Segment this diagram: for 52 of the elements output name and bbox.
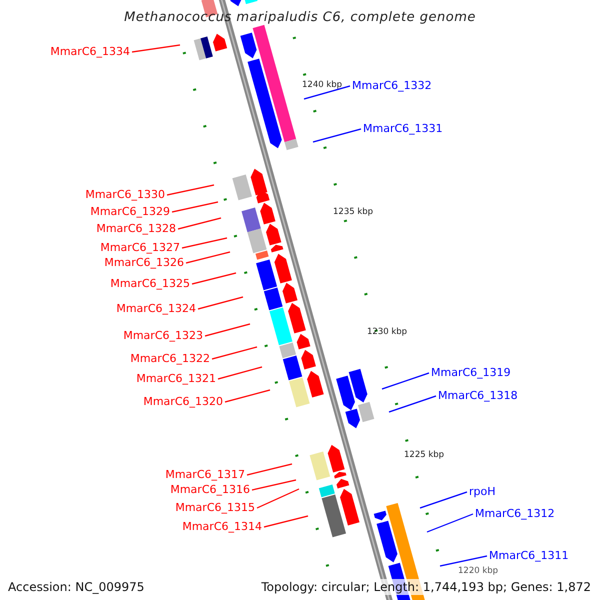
gene-label: MmarC6_1314	[182, 520, 262, 533]
leader-line	[212, 346, 258, 360]
leader-line	[304, 85, 350, 100]
leader-line	[388, 395, 436, 413]
leader-line	[172, 201, 218, 213]
scale-label: 1235 kbp	[333, 207, 374, 217]
gene-label: MmarC6_1328	[96, 222, 176, 235]
leader-line	[192, 272, 236, 285]
leader-line	[204, 323, 250, 337]
scale-label: 1220 kbp	[458, 566, 498, 576]
gene-label: MmarC6_1326	[104, 256, 184, 269]
scale-label: 1240 kbp	[302, 80, 342, 90]
gene-label: MmarC6_1317	[165, 468, 245, 481]
leader-line	[132, 44, 180, 53]
gene-label: MmarC6_1316	[170, 483, 250, 496]
leader-line	[246, 463, 292, 476]
leader-line	[182, 237, 228, 249]
gene-label: MmarC6_1330	[85, 188, 165, 201]
gene-label: MmarC6_1332	[352, 79, 432, 92]
gene-label: MmarC6_1321	[136, 372, 216, 385]
leader-line	[420, 491, 468, 509]
leader-line	[264, 515, 308, 528]
gene-label: MmarC6_1320	[143, 395, 223, 408]
leader-line	[218, 366, 262, 380]
leader-line	[382, 372, 430, 390]
gene-label: MmarC6_1323	[123, 329, 203, 342]
gene-label: MmarC6_1319	[431, 366, 511, 379]
gene-label: MmarC6_1322	[130, 352, 210, 365]
leader-line	[312, 128, 362, 143]
gene-label: MmarC6_1334	[50, 45, 130, 58]
gene-label: MmarC6_1325	[110, 277, 190, 290]
title-text: Methanococcus maripaludis C6, complete genome	[123, 10, 477, 25]
gene-label: rpoH	[469, 485, 496, 498]
leader-line	[256, 488, 300, 509]
leader-line	[186, 251, 230, 264]
gene-label: MmarC6_1318	[438, 389, 518, 402]
leader-line	[224, 389, 270, 403]
leader-line	[426, 513, 474, 533]
gene-label: MmarC6_1331	[363, 122, 443, 135]
gene-label: MmarC6_1312	[475, 507, 555, 520]
leader-line	[166, 184, 214, 196]
scale-label: 1225 kbp	[404, 450, 444, 460]
gene-label: MmarC6_1315	[175, 501, 255, 514]
leader-line	[178, 217, 222, 230]
leader-line	[440, 555, 488, 567]
gene-label: MmarC6_1324	[116, 302, 196, 315]
leader-line	[252, 479, 296, 491]
scale-label: 1230 kbp	[367, 327, 408, 337]
gene-label: MmarC6_1311	[489, 549, 569, 562]
gene-label: MmarC6_1329	[90, 205, 170, 218]
leader-line	[198, 296, 244, 310]
gene-label: MmarC6_1327	[100, 241, 180, 254]
